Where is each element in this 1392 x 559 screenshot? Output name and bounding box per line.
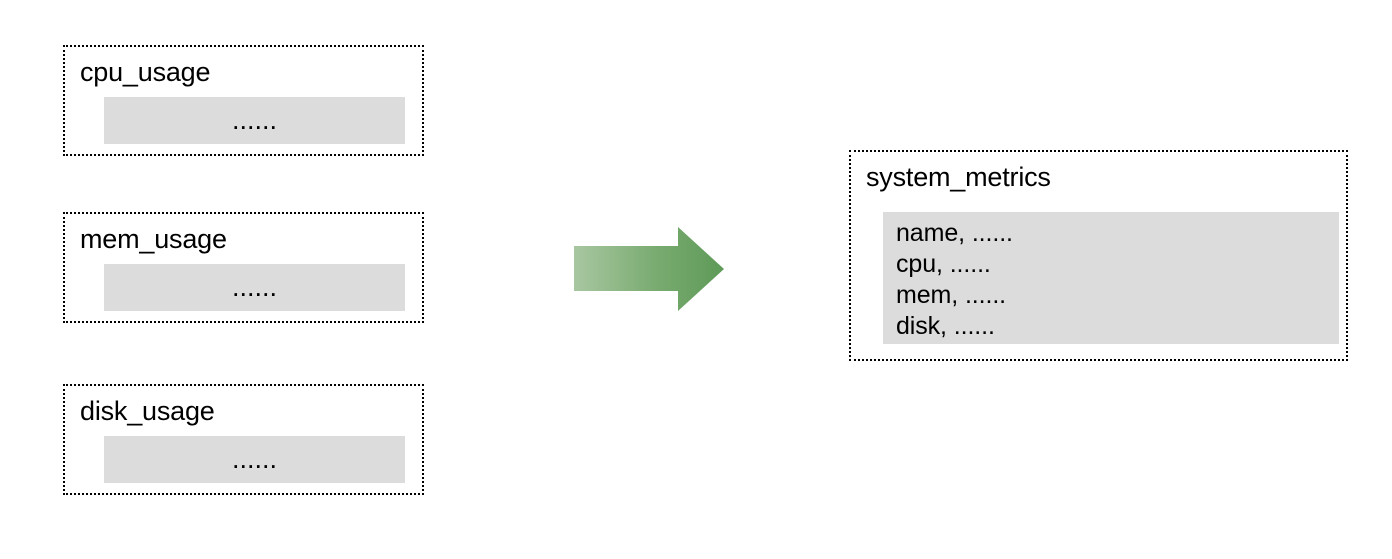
flow-arrow: [572, 225, 726, 313]
source-node-title: cpu_usage: [80, 57, 211, 87]
source-node-disk-usage[interactable]: disk_usage ......: [63, 384, 424, 495]
source-node-body-ellipsis: ......: [231, 272, 277, 302]
source-node-cpu-usage[interactable]: cpu_usage ......: [63, 45, 424, 156]
source-node-mem-usage[interactable]: mem_usage ......: [63, 212, 424, 323]
source-node-body-panel: ......: [104, 264, 405, 311]
right-arrow-icon: [574, 227, 724, 311]
target-field-row: mem, ......: [896, 281, 1007, 309]
source-node-body-panel: ......: [104, 97, 405, 144]
target-node-system-metrics[interactable]: system_metrics name, ...... cpu, ...... …: [849, 150, 1348, 361]
target-field-row: disk, ......: [896, 312, 995, 340]
target-node-title: system_metrics: [866, 162, 1051, 192]
source-node-body-ellipsis: ......: [231, 105, 277, 135]
target-field-row: name, ......: [896, 219, 1013, 247]
source-node-body-panel: ......: [104, 436, 405, 483]
target-node-fields-panel: name, ...... cpu, ...... mem, ...... dis…: [883, 212, 1339, 344]
source-node-title: mem_usage: [80, 224, 227, 254]
source-node-title: disk_usage: [80, 396, 215, 426]
target-field-row: cpu, ......: [896, 250, 991, 278]
source-node-body-ellipsis: ......: [231, 444, 277, 474]
